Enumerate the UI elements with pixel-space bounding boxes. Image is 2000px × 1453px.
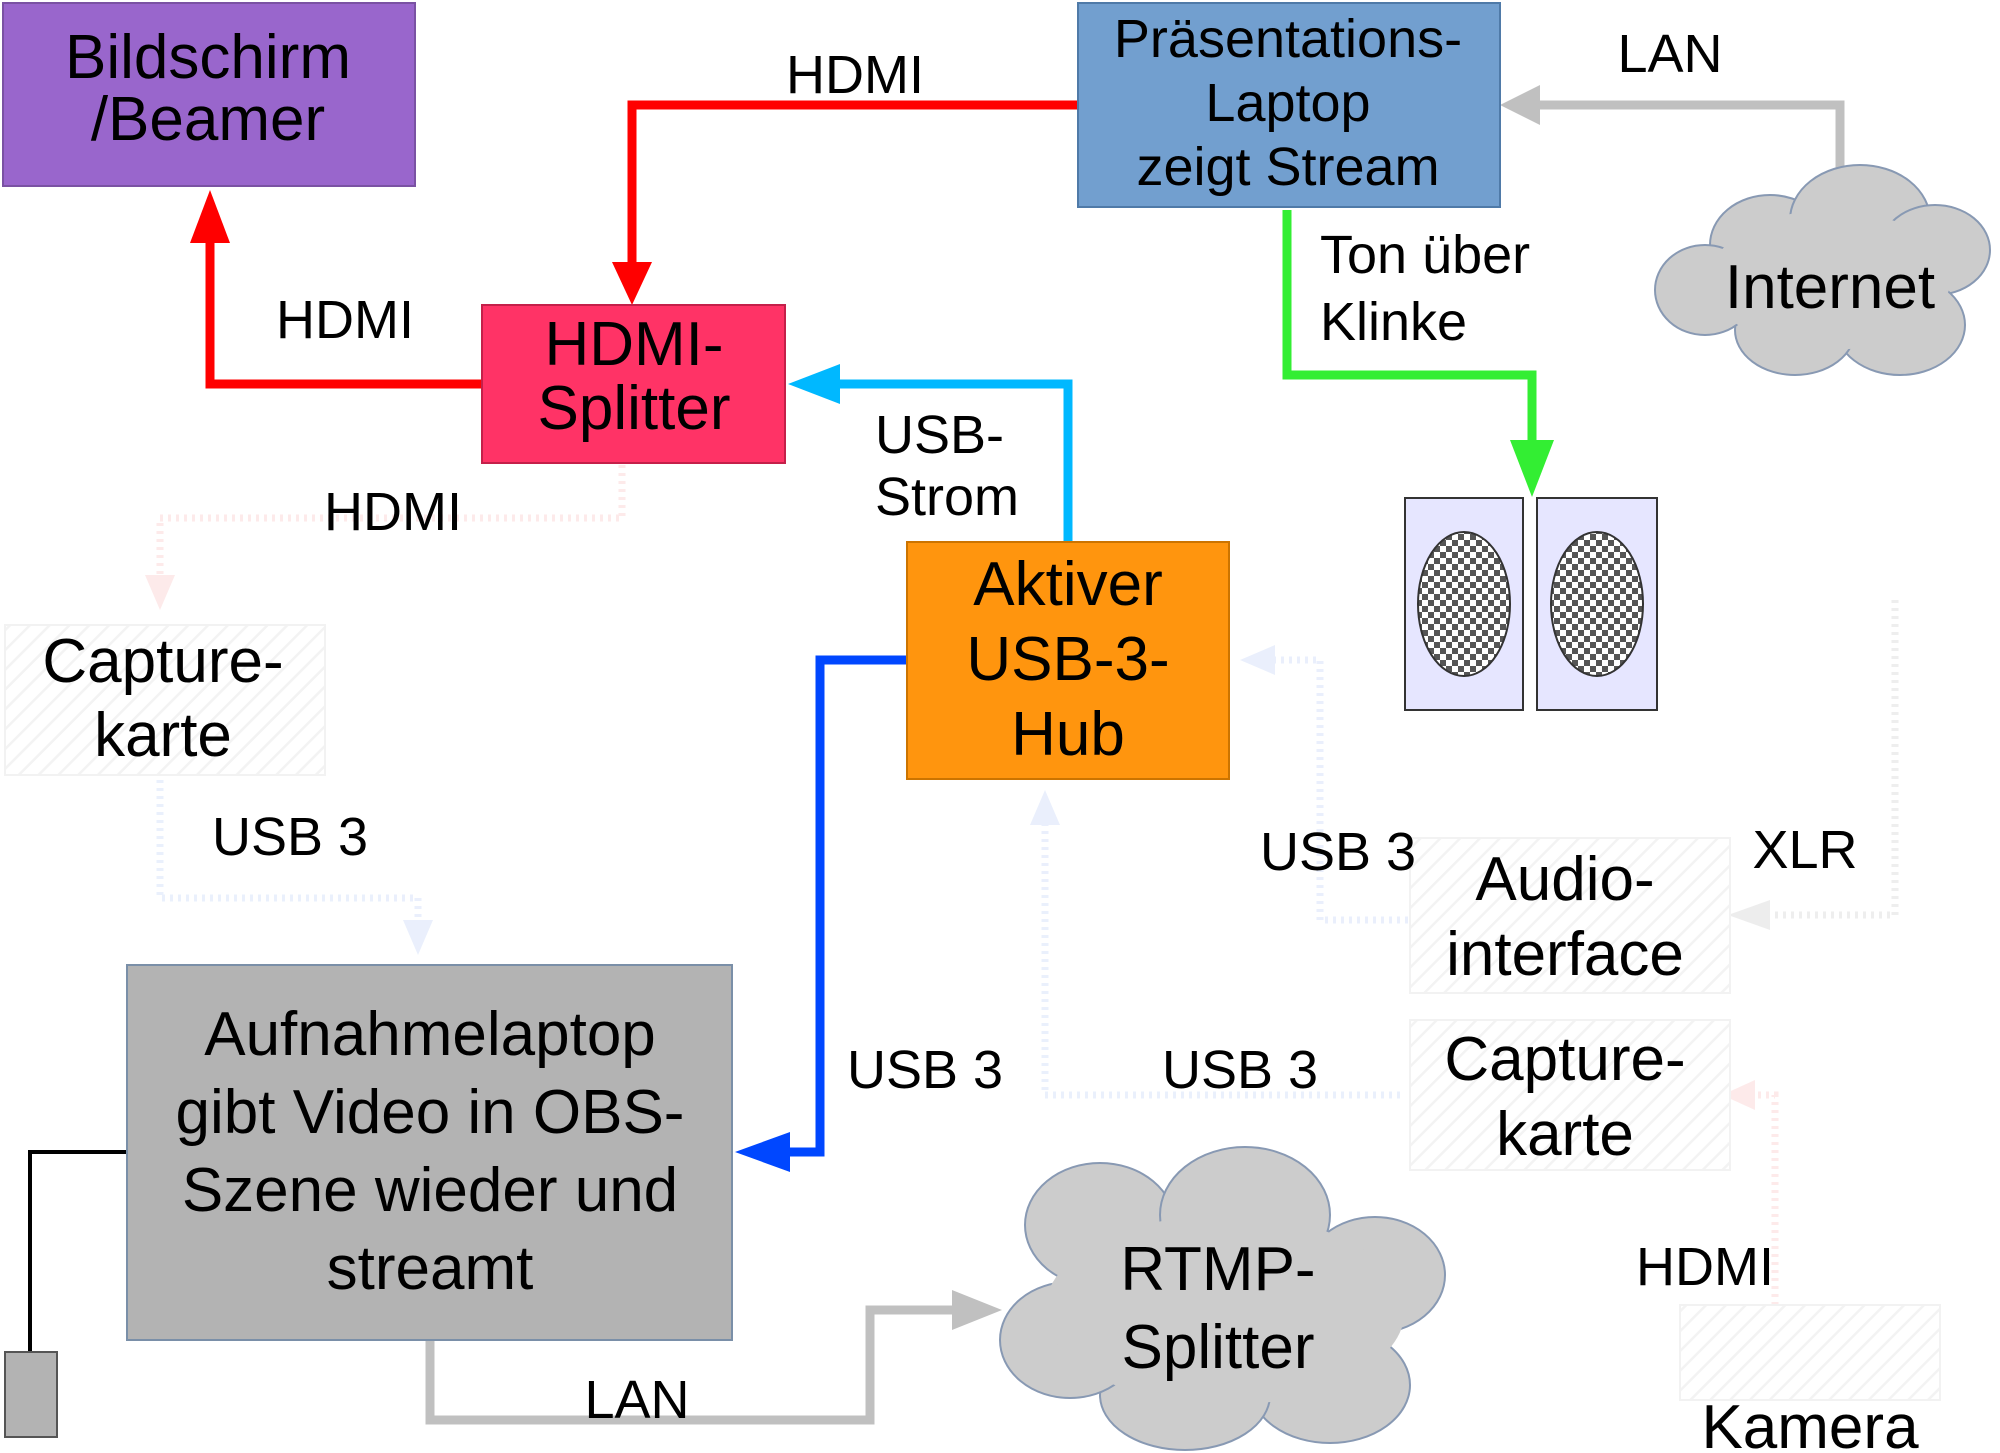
arrowhead-speakers (1510, 440, 1554, 497)
usb3-hub-to-obs (780, 655, 907, 1157)
faded-connections (145, 465, 1899, 1305)
obs-label-line-4: streamt (327, 1234, 534, 1303)
speakers-icon (1404, 497, 1658, 711)
screen-label-line-1: Bildschirm (65, 23, 351, 92)
mic-cable (28, 1150, 127, 1352)
audio-label-line-1: Audio- (1475, 845, 1654, 914)
usb3-right-label: USB 3 (1162, 1040, 1318, 1100)
obs-label-line-2: gibt Video in OBS- (176, 1078, 685, 1147)
lan-obs-to-rtmp (425, 1305, 960, 1425)
hdmi-left-label: HDMI (276, 290, 414, 350)
hub-label-line-1: Aktiver (973, 550, 1162, 619)
faded-arrowhead-hub-right (1240, 645, 1275, 675)
hdmi-laptop-to-splitter (627, 100, 1078, 270)
laptop-box (1077, 2, 1501, 208)
faded-usb3-capture-to-obs (156, 780, 422, 930)
capture1-label-line-1: Capture- (42, 627, 283, 696)
splitter-box (481, 304, 786, 464)
usb-strom-label-line-1: USB- (875, 405, 1004, 465)
capture2-box (1409, 1019, 1731, 1171)
hdmi-camera-label: HDMI (1636, 1237, 1774, 1297)
hdmi-faded-label: HDMI (324, 482, 462, 542)
microphone-icon (4, 1351, 58, 1438)
obs-label-line-3: Szene wieder und (182, 1156, 678, 1225)
usb3-hub-label: USB 3 (1260, 822, 1416, 882)
hub-label-line-2: USB-3- (966, 625, 1169, 694)
hdmi-splitter-to-screen (205, 235, 482, 389)
laptop-label-line-3: zeigt Stream (1136, 137, 1439, 197)
arrowhead-obs-right (735, 1132, 790, 1172)
faded-arrowhead-hub-bottom (1030, 790, 1060, 825)
internet-cloud (1654, 164, 1991, 376)
faded-xlr (1760, 600, 1899, 919)
capture2-label-line-2: karte (1496, 1100, 1634, 1169)
capture1-label-line-2: karte (94, 701, 232, 770)
splitter-label-line-1: HDMI- (544, 310, 723, 379)
faded-hdmi-camera (1745, 1091, 1779, 1305)
rtmp-cloud (999, 1146, 1446, 1451)
splitter-label-line-2: Splitter (538, 374, 731, 443)
lan-top-label: LAN (1617, 24, 1722, 84)
camera-label-line-1: Kamera (1701, 1393, 1919, 1453)
arrowhead-screen (190, 190, 230, 243)
faded-arrowhead-capture2 (1722, 1080, 1755, 1110)
faded-hdmi-splitter-to-capture (156, 465, 626, 585)
laptop-label-line-2: Laptop (1205, 73, 1370, 133)
lan-bottom-label: LAN (584, 1370, 689, 1430)
usb3-left-label: USB 3 (212, 807, 368, 867)
edge-labels: HDMI HDMI HDMI LAN Ton überKlinkeUSB-StromUS… (212, 24, 1858, 1430)
audio-box (1409, 837, 1731, 994)
screen-label-line-2: /Beamer (91, 85, 325, 154)
usb3-mid-label: USB 3 (847, 1040, 1003, 1100)
usb-power-hub-to-splitter (832, 379, 1073, 542)
obs-box (126, 964, 733, 1341)
screen-box (2, 2, 416, 187)
faded-arrowhead-capture (145, 575, 175, 610)
arrowhead-laptop-right (1500, 85, 1540, 125)
rtmp-label-line-1: RTMP- (1120, 1235, 1315, 1304)
audio-laptop-to-speakers (1282, 210, 1537, 445)
capture2-label-line-1: Capture- (1444, 1025, 1685, 1094)
hub-box (906, 541, 1230, 780)
arrowhead-splitter-right (788, 364, 840, 404)
faded-arrowhead-xlr (1728, 900, 1770, 930)
usb-strom-label-line-2: Strom (875, 467, 1019, 527)
laptop-label-line-1: Präsentations- (1114, 9, 1462, 69)
faded-usb3-capture-to-hub (1041, 815, 1400, 1099)
lan-internet-to-laptop (1532, 100, 1845, 195)
capture1-box (4, 624, 326, 776)
audio-label-line-2: interface (1446, 920, 1684, 989)
node-labels: Bildschirm/Beamer Präsentations-Laptopzei… (42, 9, 1935, 1453)
faded-usb3-audio-to-hub (1265, 656, 1440, 924)
rtmp-label-line-2: Splitter (1122, 1313, 1315, 1382)
arrowhead-rtmp (952, 1290, 1002, 1330)
arrowhead-splitter-top (612, 262, 652, 305)
hdmi-top-label: HDMI (786, 45, 924, 105)
ton-label-line-2: Klinke (1320, 292, 1467, 352)
hub-label-line-3: Hub (1011, 700, 1125, 769)
obs-label-line-1: Aufnahmelaptop (204, 1000, 656, 1069)
internet-label-line-1: Internet (1725, 253, 1935, 322)
faded-arrowhead-obs (403, 920, 433, 955)
camera-box (1679, 1304, 1941, 1401)
xlr-label: XLR (1752, 820, 1857, 880)
ton-label-line-1: Ton über (1320, 225, 1530, 285)
